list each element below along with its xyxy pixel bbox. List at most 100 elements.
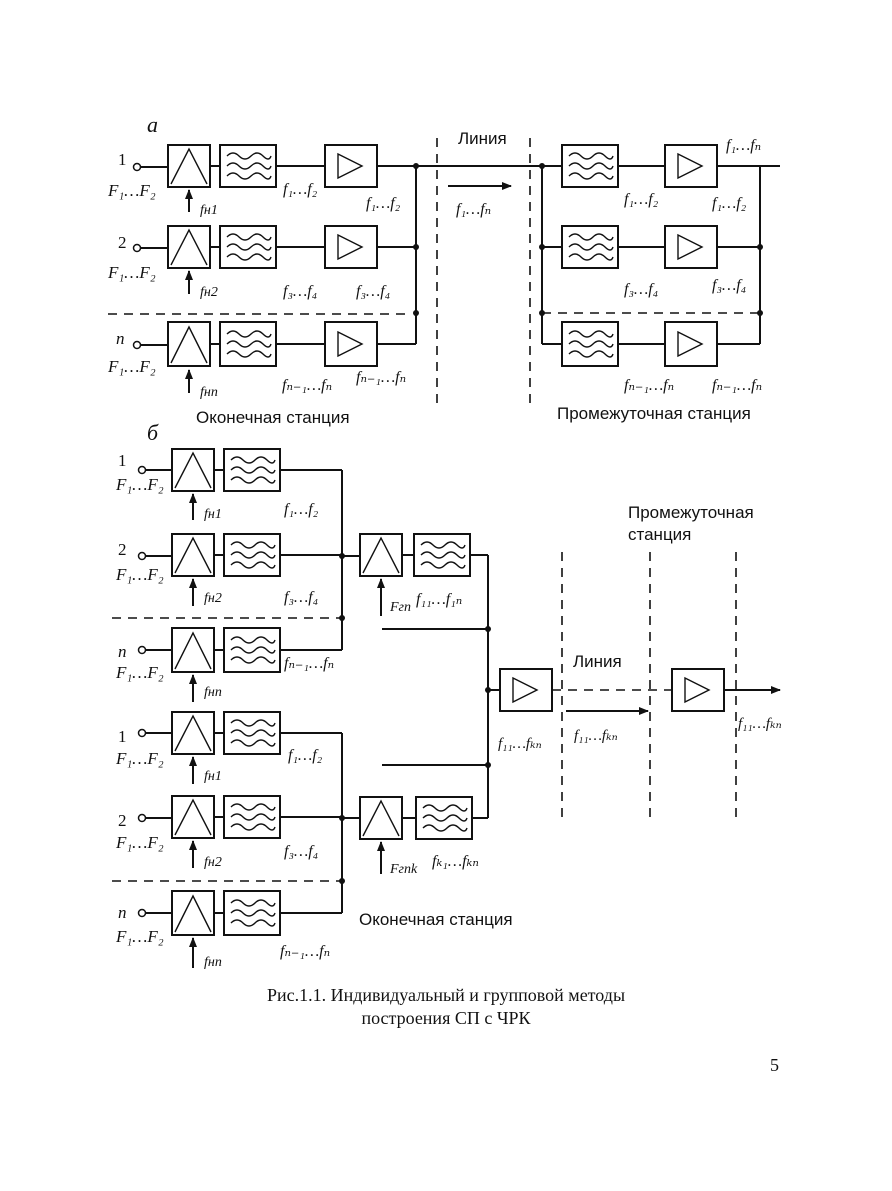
section-a-letter: а (147, 112, 158, 137)
terminal-station-label: Оконечная станция (359, 910, 513, 929)
channel-number: 1 (118, 150, 127, 169)
channel-band: f₃…f₄ (284, 843, 318, 860)
carrier-frequency: fн2 (204, 591, 222, 606)
carrier-frequency: fн1 (200, 203, 218, 218)
modulator (171, 890, 215, 936)
group1-carrier: Fгп (389, 600, 411, 615)
section-a-channel-2: 2 F₁…F₂ fн2 f₃…f₄ f₃ (107, 225, 416, 300)
intermediate-station-a: f₁…f₂ f₁…f₂ f₃…f₄ f₃…f₄ (539, 137, 780, 394)
carrier-frequency: fнn (204, 685, 222, 700)
section-b: б 1 F₁…F₂ fн1 f₁…f₂ 2 (112, 420, 782, 970)
amplifier (664, 144, 718, 188)
bandpass-filter (219, 144, 277, 188)
channel-input-band: F₁…F₂ (115, 749, 164, 768)
channel-band: f₁…f₂ (288, 747, 323, 764)
channel-number: 1 (118, 727, 127, 746)
amplifier (664, 225, 718, 269)
channel-input-band: F₁…F₂ (107, 181, 156, 200)
amplifier (324, 144, 378, 188)
section-b-letter: б (147, 420, 159, 445)
bandpass-filter (223, 711, 281, 755)
output-band: f₁…fₙ (726, 137, 761, 154)
input-terminal (132, 162, 142, 172)
input-terminal (137, 728, 147, 738)
modulator (171, 533, 215, 577)
filter-band: fₙ₋₁…fₙ (624, 377, 674, 394)
line-band: f₁…fₙ (456, 201, 491, 218)
bandpass-filter (219, 321, 277, 367)
carrier-frequency: fн1 (204, 769, 222, 784)
group1-filter (413, 533, 471, 577)
channel-input-band: F₁…F₂ (115, 833, 164, 852)
input-terminal (137, 813, 147, 823)
input-terminal (137, 551, 147, 561)
bandpass-filter (223, 448, 281, 492)
bandpass-filter (561, 144, 619, 188)
bandpass-filter (223, 890, 281, 936)
page-number: 5 (770, 1055, 779, 1075)
carrier-frequency: fн2 (204, 855, 222, 870)
input-terminal (137, 645, 147, 655)
bandpass-filter (223, 795, 281, 839)
filter-band: f₃…f₄ (283, 283, 317, 300)
groupk-filter (415, 796, 473, 840)
repeater-amplifier (671, 668, 725, 712)
group1-channel-n: n F₁…F₂ fнn fₙ₋₁…fₙ (115, 627, 342, 702)
filter-band: fₙ₋₁…fₙ (282, 377, 332, 394)
bandpass-filter (561, 321, 619, 367)
group2-channel-1: 1 F₁…F₂ fн1 f₁…f₂ (115, 711, 342, 784)
input-terminal (137, 465, 147, 475)
intermediate-station-label-line1: Промежуточная (628, 503, 754, 522)
bandpass-filter (223, 533, 281, 577)
channel-input-band: F₁…F₂ (115, 475, 164, 494)
groupk-carrier: Fгпk (389, 862, 418, 877)
group1-band: f₁₁…f₁ₙ (416, 591, 462, 608)
channel-number: n (116, 329, 125, 348)
group-amplifier (499, 668, 553, 712)
input-terminal (137, 908, 147, 918)
channel-number: 2 (118, 811, 127, 830)
carrier-frequency: fн2 (200, 285, 218, 300)
amplifier-band: f₁…f₂ (366, 195, 401, 212)
channel-band: f₃…f₄ (284, 589, 318, 606)
input-terminal (132, 243, 142, 253)
group1-modulator (359, 533, 403, 577)
section-a-channel-1: 1 F₁…F₂ fн1 f₁…f₂ f₁ (107, 144, 416, 218)
channel-band: fₙ₋₁…fₙ (280, 943, 330, 960)
carrier-frequency: fн1 (204, 507, 222, 522)
modulator (171, 711, 215, 755)
amplifier-band: f₃…f₄ (712, 277, 746, 294)
channel-input-band: F₁…F₂ (107, 263, 156, 282)
filter-band: f₃…f₄ (624, 281, 658, 298)
line-band: f₁₁…fₖₙ (574, 728, 618, 744)
line-label: Линия (458, 129, 507, 148)
channel-band: fₙ₋₁…fₙ (284, 655, 334, 672)
bandpass-filter (219, 225, 277, 269)
groupk-band: fₖ₁…fₖₙ (432, 853, 479, 870)
figure-caption-line1: Рис.1.1. Индивидуальный и групповой мето… (267, 985, 625, 1005)
modulator (167, 225, 211, 269)
intermediate-station-label: Промежуточная станция (557, 404, 751, 423)
amplifier (324, 225, 378, 269)
amplifier (664, 321, 718, 367)
amplifier-band: f₁…f₂ (712, 195, 747, 212)
amplifier-band: fₙ₋₁…fₙ (712, 377, 762, 394)
channel-number: n (118, 642, 127, 661)
channel-number: 2 (118, 233, 127, 252)
channel-number: n (118, 903, 127, 922)
amplifier (324, 321, 378, 367)
channel-band: f₁…f₂ (284, 501, 319, 518)
filter-band: f₁…f₂ (283, 181, 318, 198)
input-terminal (132, 340, 142, 350)
section-a: а 1 F₁…F₂ fн1 f₁…f₂ (107, 112, 780, 427)
modulator (171, 448, 215, 492)
channel-input-band: F₁…F₂ (115, 663, 164, 682)
amplifier-band: f₃…f₄ (356, 283, 390, 300)
carrier-frequency: fнn (204, 955, 222, 970)
channel-number: 1 (118, 451, 127, 470)
intermediate-station-label-line2: станция (628, 525, 691, 544)
channel-number: 2 (118, 540, 127, 559)
output-band: f₁₁…fₖₙ (738, 716, 782, 732)
line-label: Линия (573, 652, 622, 671)
group1-channel-1: 1 F₁…F₂ fн1 f₁…f₂ (115, 448, 342, 522)
